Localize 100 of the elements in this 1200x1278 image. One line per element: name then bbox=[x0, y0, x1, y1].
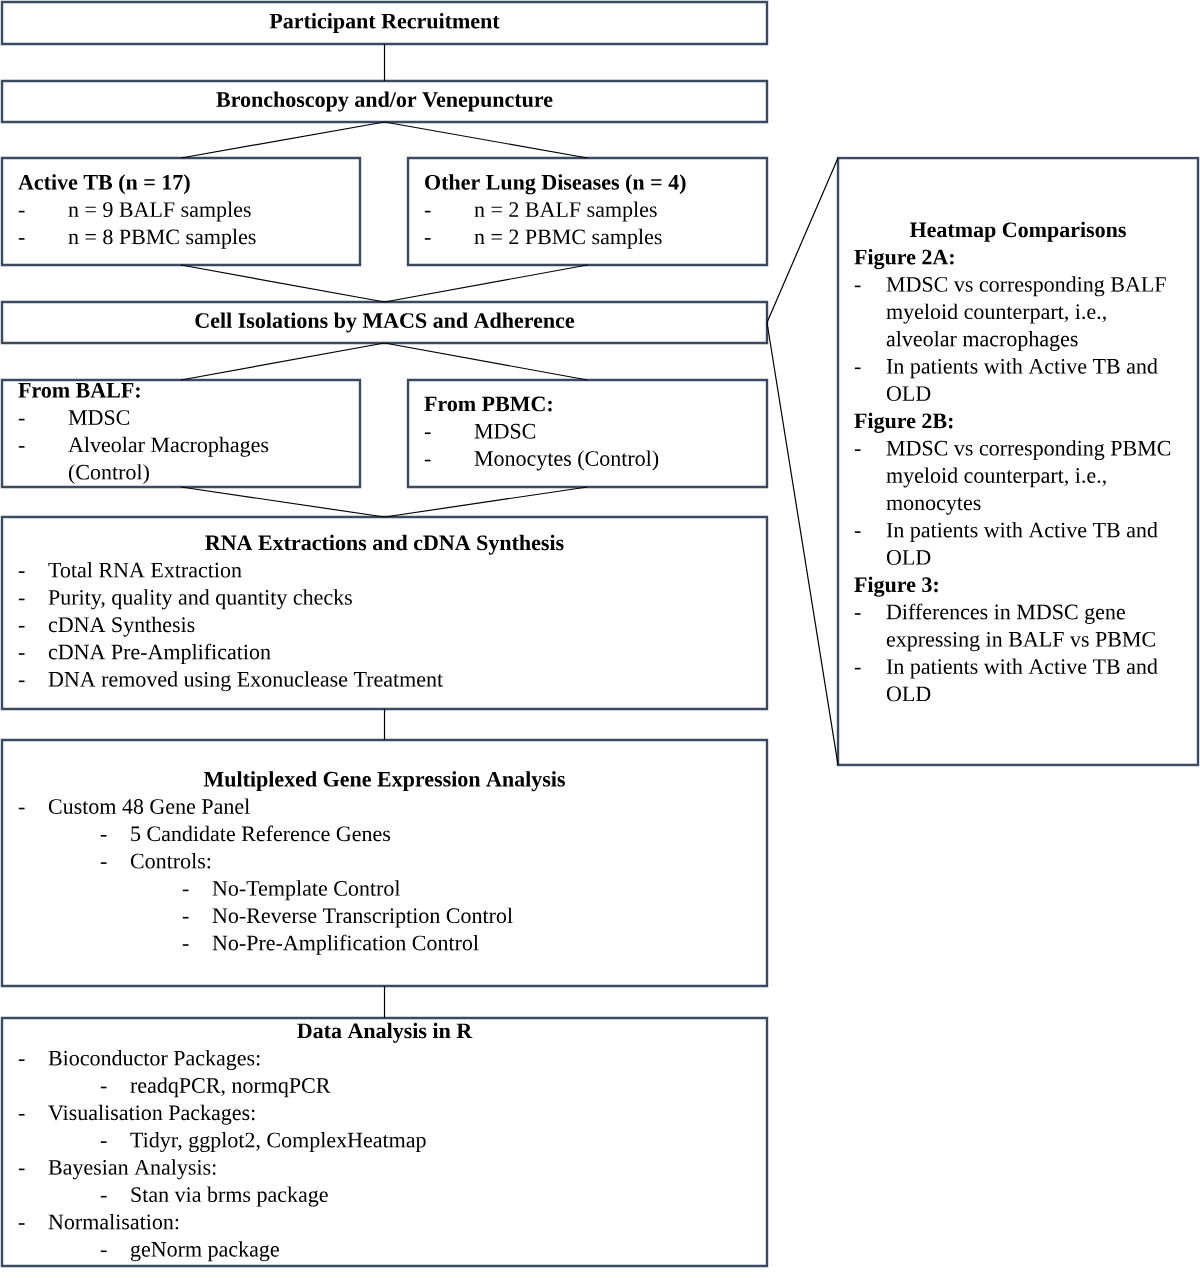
list-item: Controls: bbox=[130, 853, 211, 869]
list-dash: - bbox=[100, 1086, 107, 1089]
process-box bbox=[0, 300, 769, 345]
box-heading: From BALF: bbox=[18, 382, 140, 398]
process-box bbox=[0, 1016, 769, 1268]
connector-line bbox=[383, 342, 589, 381]
connector-line bbox=[383, 486, 589, 518]
list-item: Normalisation: bbox=[48, 1213, 179, 1230]
list-item: MDSC bbox=[68, 410, 130, 425]
box-heading: Active TB (n = 17) bbox=[18, 174, 190, 195]
list-dash: - bbox=[182, 916, 189, 919]
list-dash: - bbox=[18, 653, 25, 655]
list-dash: - bbox=[182, 944, 189, 946]
list-item: Alveolar Macrophages (Control) bbox=[68, 436, 269, 485]
process-box bbox=[836, 156, 1200, 767]
list-item: DNA removed using Exonuclease Treatment bbox=[48, 671, 443, 692]
box-heading: Figure 3: bbox=[854, 576, 938, 597]
list-dash: - bbox=[424, 210, 431, 213]
list-item: Tidyr, ggplot2, ComplexHeatmap bbox=[130, 1132, 426, 1152]
list-item: readqPCR, normqPCR bbox=[130, 1077, 331, 1098]
list-dash: - bbox=[18, 1168, 25, 1171]
list-item: n = 8 PBMC samples bbox=[68, 228, 256, 249]
list-dash: - bbox=[18, 571, 25, 573]
list-dash: - bbox=[18, 418, 25, 421]
box-heading: Data Analysis in R bbox=[297, 1022, 473, 1043]
process-box bbox=[0, 156, 362, 267]
list-item: n = 2 BALF samples bbox=[474, 201, 657, 222]
list-dash: - bbox=[100, 1195, 107, 1198]
box-heading: Other Lung Diseases (n = 4) bbox=[425, 174, 686, 195]
list-dash: - bbox=[424, 238, 431, 240]
list-dash: - bbox=[18, 1059, 25, 1061]
list-dash: - bbox=[424, 432, 431, 435]
process-box bbox=[406, 378, 769, 489]
list-item: MDSC bbox=[474, 423, 536, 439]
list-item: Custom 48 Gene Panel bbox=[48, 798, 250, 814]
list-item: In patients with Active TB and OLD bbox=[886, 658, 1158, 702]
list-dash: - bbox=[18, 210, 25, 213]
list-dash: - bbox=[100, 1141, 107, 1143]
list-dash: - bbox=[18, 598, 25, 601]
process-box bbox=[0, 79, 769, 124]
process-box bbox=[0, 378, 362, 489]
process-box bbox=[0, 0, 769, 46]
list-dash: - bbox=[100, 1250, 107, 1253]
list-dash: - bbox=[424, 459, 431, 462]
connector-line bbox=[180, 486, 386, 518]
connector-line bbox=[383, 43, 386, 82]
list-item: Bioconductor Packages: bbox=[48, 1050, 260, 1071]
list-item: n = 9 BALF samples bbox=[68, 201, 251, 222]
list-dash: - bbox=[18, 807, 25, 810]
list-item: Bayesian Analysis: bbox=[48, 1159, 216, 1180]
list-dash: - bbox=[182, 889, 189, 892]
list-dash: - bbox=[18, 680, 25, 683]
list-item: Visualisation Packages: bbox=[48, 1104, 255, 1125]
connector-line bbox=[383, 985, 386, 1019]
box-heading: From PBMC: bbox=[424, 396, 552, 412]
connector-line bbox=[383, 121, 589, 159]
list-dash: - bbox=[854, 613, 861, 615]
list-item: Total RNA Extraction bbox=[48, 562, 242, 578]
list-item: In patients with Active TB and OLD bbox=[886, 358, 1158, 401]
process-box bbox=[0, 515, 769, 711]
list-dash: - bbox=[18, 1223, 25, 1225]
list-dash: - bbox=[854, 449, 861, 451]
process-box bbox=[0, 738, 769, 988]
connector-line bbox=[383, 264, 589, 303]
box-heading: Figure 2A: bbox=[854, 249, 954, 270]
process-box bbox=[406, 156, 769, 267]
connector-line bbox=[180, 264, 386, 303]
list-item: Differences in MDSC gene expressing in BALF vs PBMC bbox=[886, 603, 1155, 652]
list-dash: - bbox=[18, 238, 25, 240]
list-item: 5 Candidate Reference Genes bbox=[131, 825, 390, 842]
list-dash: - bbox=[18, 446, 25, 448]
list-item: cDNA Pre-Amplification bbox=[48, 643, 271, 664]
list-item: Stan via brms package bbox=[131, 1186, 328, 1207]
connector-line bbox=[383, 708, 386, 741]
callout-line bbox=[766, 157, 839, 766]
list-dash: - bbox=[854, 285, 861, 288]
list-item: MDSC vs corresponding BALF myeloid counterpart, i.e., alveolar macrophages bbox=[886, 276, 1166, 351]
list-item: No-Pre-Amplification Control bbox=[212, 934, 479, 955]
list-item: No-Reverse Transcription Control bbox=[212, 907, 513, 928]
box-heading: Heatmap Comparisons bbox=[909, 221, 1126, 242]
list-item: Monocytes (Control) bbox=[474, 450, 659, 471]
box-heading: Bronchoscopy and/or Venepuncture bbox=[216, 91, 553, 112]
connector-line bbox=[180, 121, 386, 159]
box-heading: Participant Recruitment bbox=[269, 13, 500, 33]
list-item: n = 2 PBMC samples bbox=[474, 228, 662, 249]
list-dash: - bbox=[100, 862, 107, 864]
list-item: geNorm package bbox=[130, 1241, 279, 1262]
list-dash: - bbox=[18, 625, 25, 628]
list-dash: - bbox=[854, 531, 861, 533]
list-dash: - bbox=[100, 835, 107, 837]
list-dash: - bbox=[854, 667, 861, 670]
list-dash: - bbox=[854, 367, 861, 370]
box-heading: RNA Extractions and cDNA Synthesis bbox=[205, 534, 564, 555]
connector-line bbox=[180, 342, 386, 381]
list-dash: - bbox=[18, 1114, 25, 1116]
list-item: In patients with Active TB and OLD bbox=[886, 522, 1158, 565]
list-item: cDNA Synthesis bbox=[48, 616, 195, 637]
list-item: No-Template Control bbox=[212, 880, 401, 901]
box-heading: Multiplexed Gene Expression Analysis bbox=[203, 771, 565, 792]
box-heading: Cell Isolations by MACS and Adherence bbox=[195, 312, 575, 333]
